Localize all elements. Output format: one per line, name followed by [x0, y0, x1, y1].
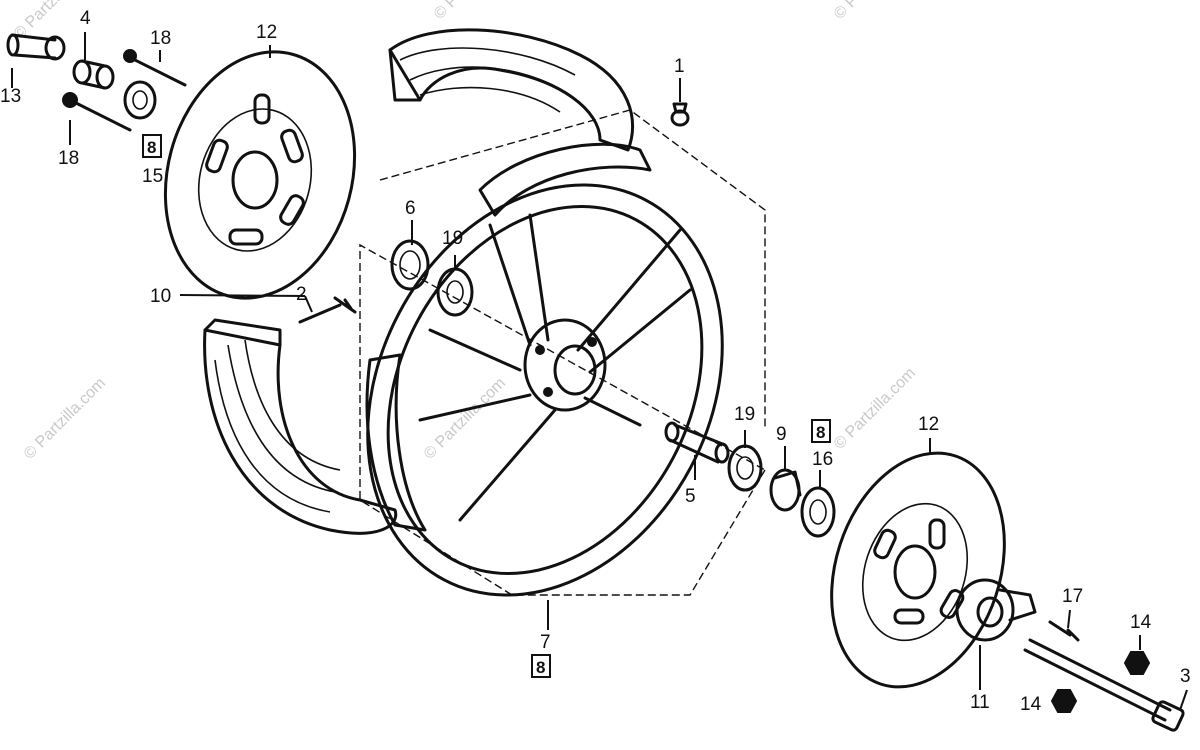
wheel-bearing: [436, 267, 474, 317]
disc-bolt: [123, 49, 187, 87]
axle-nut: [1050, 689, 1078, 713]
distance-collar: [664, 421, 730, 464]
callout-9: 9: [776, 424, 787, 445]
callout-14: 14: [1020, 694, 1042, 715]
callout-6: 6: [405, 198, 416, 219]
bearing-retainer: [390, 239, 430, 291]
wheel-bearing: [727, 444, 763, 492]
left-brake-disc: [163, 50, 357, 300]
watermark: © Partzilla.com: [831, 0, 919, 23]
watermark: © Partzilla.com: [431, 0, 519, 23]
callout-18: 18: [58, 148, 79, 169]
right-brake-disc: [830, 451, 1006, 689]
callout-12: 12: [918, 414, 939, 435]
callout-3: 3: [1180, 666, 1191, 687]
callout-5: 5: [685, 486, 696, 507]
callout-17: 17: [1062, 586, 1083, 607]
watermark: © Partzilla.com: [421, 375, 509, 463]
callout-18: 18: [150, 28, 171, 49]
left-axle-collar: [6, 33, 66, 61]
callout-10: 10: [150, 286, 171, 307]
callout-19: 19: [442, 228, 463, 249]
callout-16: 16: [812, 449, 833, 470]
svg-text:8: 8: [816, 423, 825, 442]
callout-15: 15: [142, 166, 163, 187]
oil-seal-left: [123, 80, 157, 120]
axle-nut: [1123, 651, 1151, 675]
watermark: © Partzilla.com: [21, 375, 109, 463]
leader-line: [11, 32, 1188, 711]
watermark: © Partzilla.com: [831, 365, 919, 453]
svg-text:8: 8: [536, 658, 545, 677]
bolt: [1048, 620, 1080, 642]
callout-14: 14: [1130, 612, 1152, 633]
screw: [670, 102, 690, 127]
callout-7: 7: [540, 632, 551, 653]
svg-text:8: 8: [147, 138, 156, 157]
boxed-label-8: 8: [811, 419, 831, 443]
tire-valve: [298, 296, 357, 324]
callout-13: 13: [0, 86, 21, 107]
disc-bolt: [62, 92, 132, 132]
tire-upper-section: [388, 28, 635, 152]
callout-2: 2: [296, 284, 307, 305]
boxed-label-8: 8: [531, 654, 551, 678]
callout-12: 12: [256, 22, 277, 43]
boxed-label-8: 8: [142, 134, 162, 158]
callout-19: 19: [734, 404, 755, 425]
wheel-rim: [365, 142, 724, 597]
front-axle: [1023, 638, 1185, 732]
speedometer-gearbox: [955, 578, 1037, 642]
oil-seal: [800, 486, 836, 538]
callout-1: 1: [674, 56, 685, 77]
gearbox-retainer: [769, 468, 802, 512]
callout-11: 11: [970, 692, 990, 713]
left-spacer: [72, 59, 115, 90]
tire-lower-section: [203, 318, 398, 535]
callout-4: 4: [80, 8, 91, 29]
